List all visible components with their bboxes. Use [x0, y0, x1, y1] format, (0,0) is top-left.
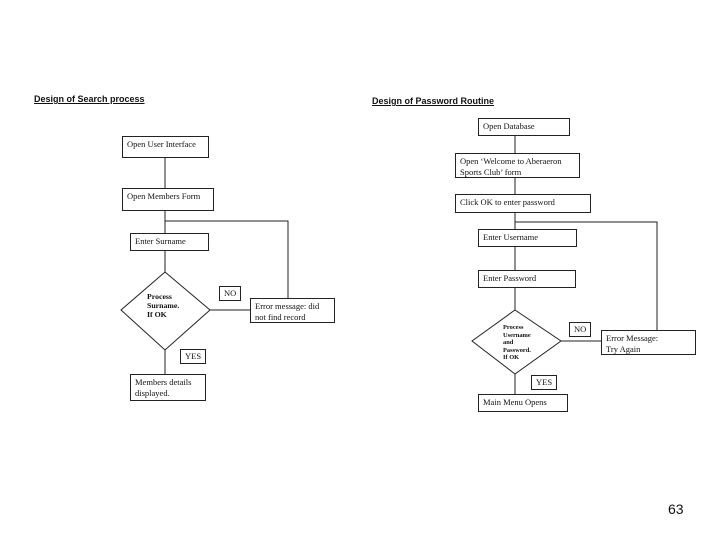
step-enter-username: Enter Username: [478, 229, 577, 247]
yes-label: YES: [531, 375, 558, 390]
step-open-database: Open Database: [478, 118, 570, 136]
yes-label: YES: [180, 349, 207, 364]
right-heading: Design of Password Routine: [372, 96, 495, 106]
step-open-welcome-form: Open ‘Welcome to Aberaeron Sports Club’ …: [455, 153, 580, 178]
error-message-box: Error Message: Try Again: [601, 330, 696, 355]
error-message-box: Error message: did not find record: [250, 298, 335, 323]
decision-label: Process Username and Password. If OK: [503, 324, 531, 362]
connector-loop: [165, 220, 289, 298]
no-label: NO: [569, 322, 592, 337]
step-enter-password: Enter Password: [478, 270, 576, 288]
step-click-ok: Click OK to enter password: [455, 194, 591, 213]
result-members-details: Members details displayed.: [130, 374, 206, 401]
step-open-members-form: Open Members Form: [122, 188, 214, 211]
left-heading: Design of Search process: [34, 94, 145, 104]
step-open-user-interface: Open User Interface: [122, 136, 209, 158]
step-enter-surname: Enter Surname: [130, 233, 209, 251]
decision-label: Process Surname. If OK: [147, 292, 180, 319]
no-label: NO: [219, 286, 242, 301]
result-main-menu: Main Menu Opens: [478, 394, 568, 412]
connector-loop: [515, 221, 658, 330]
page-number: 63: [668, 501, 684, 517]
